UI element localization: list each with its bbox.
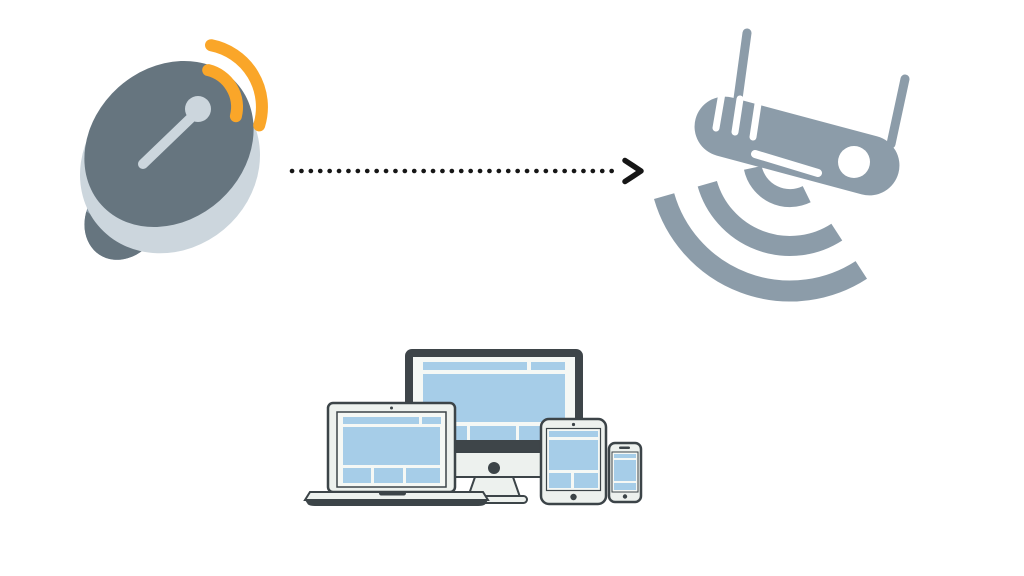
- dotted-arrow-connector: [289, 157, 644, 185]
- tablet-home-button: [570, 493, 577, 501]
- phone-icon: [607, 441, 643, 504]
- phone-speaker: [619, 446, 630, 449]
- router-body: [694, 89, 900, 196]
- responsive-devices-icon: [303, 349, 643, 506]
- tablet-wireframe: [549, 431, 598, 488]
- tablet-icon: [539, 417, 608, 506]
- laptop-camera: [390, 406, 393, 410]
- wifi-waves-icon: [654, 165, 868, 302]
- arrowhead-icon: [622, 157, 644, 185]
- phone-home-button: [622, 494, 628, 499]
- phone-wireframe: [614, 454, 636, 490]
- laptop-notch: [379, 491, 406, 496]
- router-slot: [751, 150, 822, 177]
- laptop-wireframe: [343, 417, 441, 483]
- satellite-dish-icon: [79, 39, 268, 260]
- laptop-base-bottom: [305, 500, 488, 506]
- laptop-icon: [303, 401, 490, 506]
- feed-arm: [138, 96, 211, 169]
- signal-waves-icon: [202, 39, 268, 132]
- wifi-router-icon: [654, 28, 910, 302]
- router-button: [838, 146, 870, 178]
- tablet-camera: [571, 422, 576, 427]
- monitor-logo: [488, 462, 500, 474]
